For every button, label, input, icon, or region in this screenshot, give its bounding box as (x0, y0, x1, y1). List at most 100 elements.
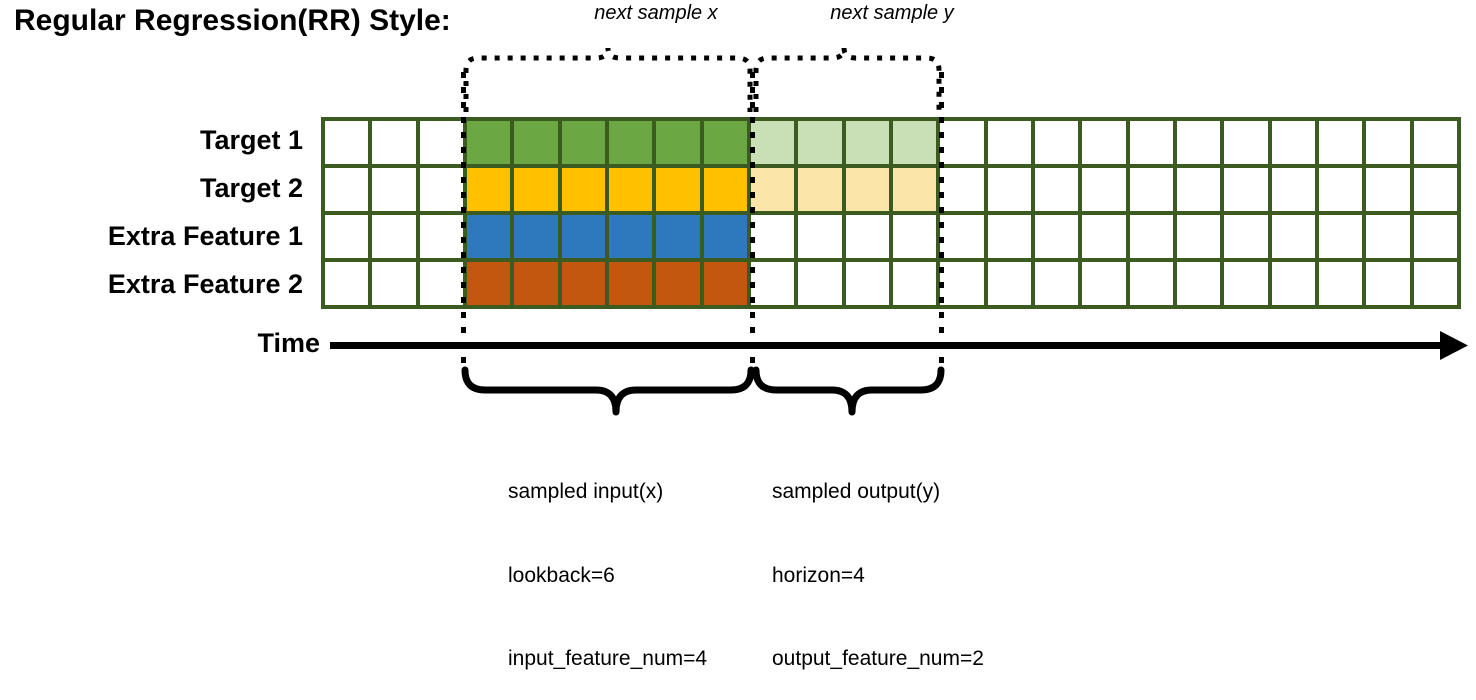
cell-lookback-r2-c8 (656, 168, 700, 211)
cell-empty-r4-c14 (940, 262, 984, 305)
cell-empty-r2-c17 (1082, 168, 1126, 211)
cell-lookback-r4-c6 (561, 262, 605, 305)
cell-empty-r4-c22 (1318, 262, 1363, 305)
cell-empty-r1-c22 (1318, 121, 1363, 164)
cell-empty-r1-c20 (1224, 121, 1268, 164)
cell-empty-r4-c1 (325, 262, 369, 305)
cell-empty-r4-c19 (1176, 262, 1221, 305)
cell-lookback-r4-c7 (608, 262, 653, 305)
cell-empty-r2-c3 (419, 168, 463, 211)
cell-lookback-r3-c7 (608, 215, 653, 258)
cell-empty-r3-c10 (750, 215, 795, 258)
cell-empty-r3-c12 (845, 215, 889, 258)
cell-empty-r3-c16 (1034, 215, 1079, 258)
cell-lookback-r4-c4 (466, 262, 511, 305)
cell-horizon-r1-c12 (845, 121, 889, 164)
sampled-input-lookback: lookback=6 (508, 563, 615, 587)
cell-empty-r4-c2 (372, 262, 416, 305)
dotted-brace-next-sample-y (753, 47, 942, 112)
cell-empty-r4-c13 (892, 262, 937, 305)
row-label-extra-feature-2: Extra Feature 2 (107, 269, 303, 299)
cell-empty-r3-c1 (325, 215, 369, 258)
cell-empty-r3-c24 (1413, 215, 1457, 258)
cell-horizon-r2-c13 (892, 168, 937, 211)
cell-horizon-r2-c11 (798, 168, 842, 211)
cell-empty-r1-c23 (1366, 121, 1410, 164)
cell-empty-r3-c21 (1271, 215, 1315, 258)
cell-empty-r3-c15 (987, 215, 1031, 258)
cell-empty-r3-c17 (1082, 215, 1126, 258)
cell-empty-r3-c2 (372, 215, 416, 258)
cell-empty-r1-c17 (1082, 121, 1126, 164)
cell-empty-r1-c24 (1413, 121, 1457, 164)
cell-lookback-r1-c7 (608, 121, 653, 164)
cell-empty-r4-c21 (1271, 262, 1315, 305)
page-title: Regular Regression(RR) Style: (14, 4, 451, 37)
cell-empty-r2-c21 (1271, 168, 1315, 211)
cell-empty-r1-c19 (1176, 121, 1221, 164)
time-axis-label: Time (257, 328, 320, 358)
cell-empty-r4-c15 (987, 262, 1031, 305)
cell-empty-r3-c3 (419, 215, 463, 258)
cell-lookback-r4-c9 (703, 262, 747, 305)
next-sample-x-label: next sample x (594, 2, 718, 24)
cell-empty-r3-c20 (1224, 215, 1268, 258)
cell-empty-r4-c20 (1224, 262, 1268, 305)
time-axis-arrowhead (1440, 331, 1468, 360)
cell-empty-r4-c3 (419, 262, 463, 305)
cell-empty-r1-c3 (419, 121, 463, 164)
cell-empty-r4-c12 (845, 262, 889, 305)
cell-horizon-r1-c11 (798, 121, 842, 164)
row-label-target-2: Target 2 (199, 173, 303, 203)
cell-lookback-r2-c9 (703, 168, 747, 211)
cell-empty-r3-c11 (798, 215, 842, 258)
cell-lookback-r2-c7 (608, 168, 653, 211)
cell-horizon-r1-c10 (750, 121, 795, 164)
cell-empty-r3-c23 (1366, 215, 1410, 258)
cell-lookback-r3-c8 (656, 215, 700, 258)
cell-horizon-r2-c12 (845, 168, 889, 211)
cell-empty-r4-c11 (798, 262, 842, 305)
cell-empty-r1-c21 (1271, 121, 1315, 164)
cell-empty-r2-c23 (1366, 168, 1410, 211)
cell-empty-r4-c10 (750, 262, 795, 305)
cell-empty-r2-c24 (1413, 168, 1457, 211)
cell-lookback-r1-c9 (703, 121, 747, 164)
timeline-grid (321, 117, 1461, 309)
cell-lookback-r1-c4 (466, 121, 511, 164)
cell-lookback-r2-c4 (466, 168, 511, 211)
cell-empty-r1-c1 (325, 121, 369, 164)
cell-horizon-r1-c13 (892, 121, 937, 164)
cell-empty-r4-c18 (1129, 262, 1173, 305)
cell-empty-r3-c18 (1129, 215, 1173, 258)
cell-empty-r4-c16 (1034, 262, 1079, 305)
sampled-output-caption: sampled output(y) horizon=4 output_featu… (772, 423, 984, 700)
cell-empty-r2-c19 (1176, 168, 1221, 211)
cell-empty-r3-c19 (1176, 215, 1221, 258)
cell-empty-r4-c23 (1366, 262, 1410, 305)
cell-lookback-r4-c5 (514, 262, 558, 305)
cell-lookback-r2-c5 (514, 168, 558, 211)
cell-empty-r4-c24 (1413, 262, 1457, 305)
cell-empty-r2-c20 (1224, 168, 1268, 211)
cell-horizon-r2-c10 (750, 168, 795, 211)
sampled-input-caption: sampled input(x) lookback=6 input_featur… (508, 423, 707, 700)
cell-empty-r2-c15 (987, 168, 1031, 211)
cell-lookback-r2-c6 (561, 168, 605, 211)
cell-empty-r4-c17 (1082, 262, 1126, 305)
row-label-extra-feature-1: Extra Feature 1 (107, 221, 303, 251)
cell-empty-r1-c14 (940, 121, 984, 164)
cell-lookback-r3-c9 (703, 215, 747, 258)
sampled-output-horizon: horizon=4 (772, 563, 865, 587)
dotted-brace-next-sample-x (463, 47, 753, 112)
cell-lookback-r3-c4 (466, 215, 511, 258)
cell-empty-r2-c22 (1318, 168, 1363, 211)
next-sample-y-label: next sample y (830, 2, 954, 24)
cell-empty-r1-c18 (1129, 121, 1173, 164)
cell-empty-r3-c14 (940, 215, 984, 258)
sampled-output-title: sampled output(y) (772, 480, 941, 504)
cell-lookback-r1-c5 (514, 121, 558, 164)
cell-empty-r2-c1 (325, 168, 369, 211)
cell-lookback-r3-c5 (514, 215, 558, 258)
cell-empty-r1-c16 (1034, 121, 1079, 164)
